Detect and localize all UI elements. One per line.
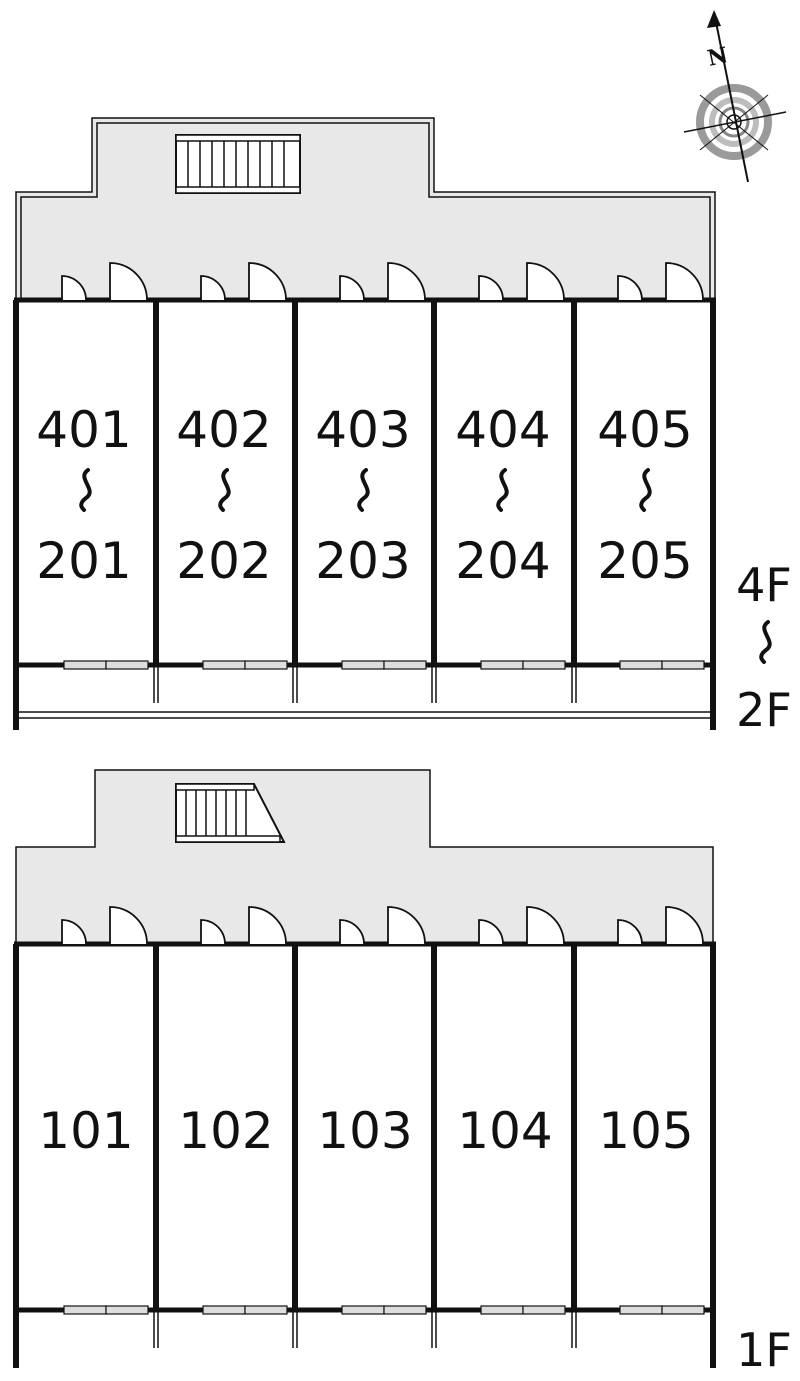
unit-204: 204 (455, 532, 550, 590)
unit-202: 202 (176, 532, 271, 590)
door-icon (478, 275, 504, 301)
floor-label-1f: 1F (736, 1323, 792, 1377)
unit-102: 102 (178, 1102, 273, 1160)
unit-101: 101 (38, 1102, 133, 1160)
door-icon (526, 262, 565, 301)
door-icon (665, 906, 704, 945)
unit-105: 105 (598, 1102, 693, 1160)
upper-corridor-railing (20, 122, 711, 300)
door-icon (478, 919, 504, 945)
unit-205: 205 (597, 532, 692, 590)
upper-building: 401 201 402 202 403 203 404 204 405 205 … (13, 117, 792, 737)
door-icon (339, 919, 365, 945)
door-icon (339, 275, 365, 301)
range-wave-icon (496, 468, 509, 512)
door-icon (387, 262, 426, 301)
unit-405: 405 (597, 401, 692, 459)
door-icon (200, 919, 226, 945)
range-wave-icon (79, 468, 92, 512)
door-icon (665, 262, 704, 301)
unit-403: 403 (315, 401, 410, 459)
unit-404: 404 (455, 401, 550, 459)
door-icon (248, 906, 287, 945)
door-icon (61, 275, 87, 301)
door-icon (61, 919, 87, 945)
unit-203: 203 (315, 532, 410, 590)
upper-staircase (175, 134, 301, 194)
unit-103: 103 (317, 1102, 412, 1160)
door-icon (200, 275, 226, 301)
unit-402: 402 (176, 401, 271, 459)
range-wave-icon (759, 620, 772, 664)
floor-label-4f: 4F (736, 558, 792, 612)
range-wave-icon (218, 468, 231, 512)
lower-staircase (175, 783, 286, 843)
door-icon (248, 262, 287, 301)
door-icon (387, 906, 426, 945)
lower-building: 101 102 103 104 105 1F (13, 769, 792, 1377)
unit-401: 401 (36, 401, 131, 459)
unit-201: 201 (36, 532, 131, 590)
range-wave-icon (357, 468, 370, 512)
north-label: N (705, 42, 730, 72)
door-icon (617, 919, 643, 945)
range-wave-icon (639, 468, 652, 512)
door-icon (617, 275, 643, 301)
door-icon (109, 262, 148, 301)
compass-rose-icon (683, 10, 787, 183)
door-icon (109, 906, 148, 945)
unit-104: 104 (457, 1102, 552, 1160)
floor-label-2f: 2F (736, 683, 792, 737)
door-icon (526, 906, 565, 945)
